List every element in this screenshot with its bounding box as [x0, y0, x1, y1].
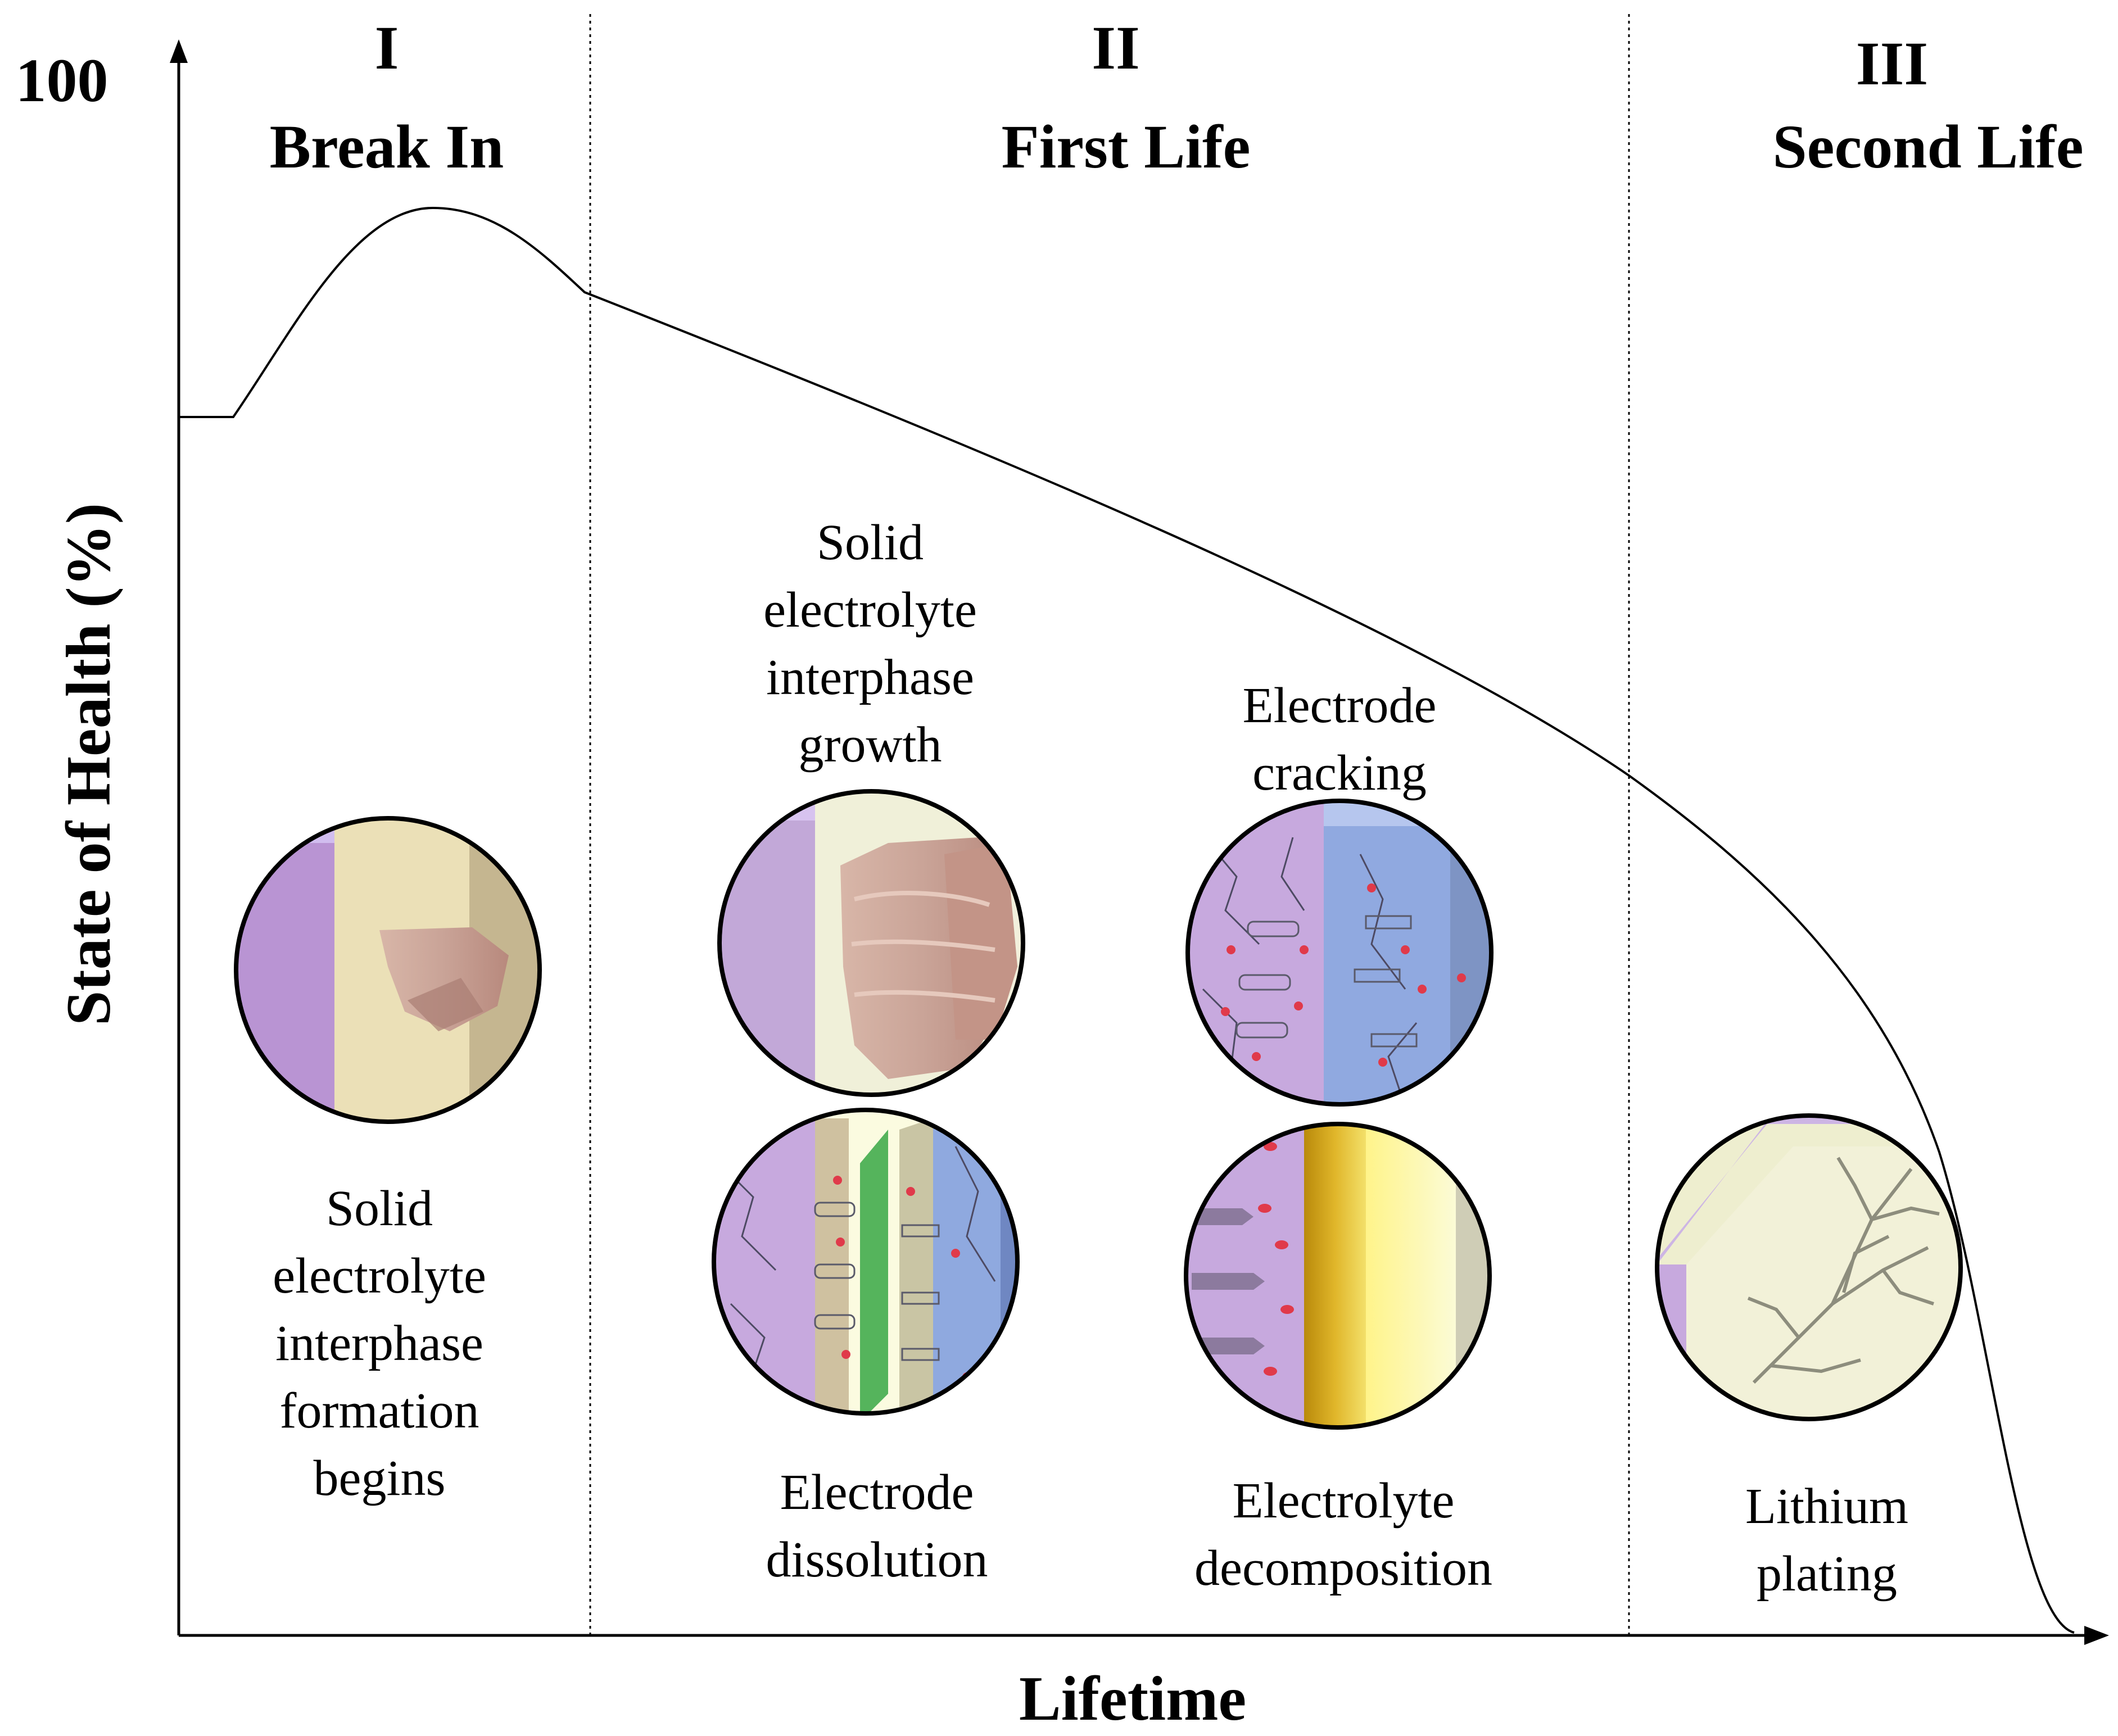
caption-line: Electrode: [1243, 678, 1437, 733]
caption-line: formation: [280, 1383, 479, 1439]
caption-line: cracking: [1252, 745, 1427, 801]
phase-numeral-ii: II: [1092, 13, 1140, 82]
caption-line: Lithium: [1745, 1479, 1908, 1534]
caption-sei-formation: Solid electrolyte interphase formation b…: [273, 1181, 486, 1506]
state-of-health-curve: [179, 206, 2075, 1634]
phase-dividers: [589, 14, 1630, 1635]
caption-line: Solid: [817, 515, 924, 570]
electrolyte-decomposition-illustration: [1184, 1122, 1492, 1430]
caption-electrolyte-decomposition: Electrolyte decomposition: [1194, 1473, 1492, 1596]
caption-line: begins: [314, 1451, 446, 1506]
caption-electrode-cracking: Electrode cracking: [1243, 678, 1437, 801]
x-axis-title: Lifetime: [1019, 1664, 1246, 1733]
phase-numeral-i: I: [375, 13, 399, 82]
y-axis-arrowhead: [170, 39, 188, 63]
caption-line: interphase: [766, 650, 974, 705]
y-axis-top-tick-label: 100: [16, 46, 108, 115]
phase-headings: I Break In II First Life III Second Life: [270, 13, 2084, 181]
caption-line: plating: [1757, 1546, 1897, 1602]
axes: 100 State of Health (%) Lifetime: [16, 39, 2109, 1734]
caption-lithium-plating: Lithium plating: [1745, 1479, 1908, 1602]
phase-numeral-iii: III: [1856, 29, 1928, 98]
caption-line: electrolyte: [273, 1248, 486, 1304]
phase-name-first-life: First Life: [1002, 112, 1251, 181]
caption-sei-growth: Solid electrolyte interphase growth: [763, 515, 977, 773]
caption-line: Electrode: [780, 1465, 974, 1520]
phase-name-break-in: Break In: [270, 112, 504, 181]
electrode-dissolution-illustration: [712, 1108, 1020, 1416]
electrode-cracking-illustration: [1185, 799, 1494, 1107]
caption-line: electrolyte: [763, 582, 977, 638]
x-axis-arrowhead: [2084, 1626, 2109, 1645]
caption-line: Electrolyte: [1233, 1473, 1455, 1529]
caption-line: interphase: [275, 1316, 483, 1371]
lithium-plating-illustration: [1655, 1113, 1963, 1421]
sei-formation-illustration: [234, 816, 542, 1124]
caption-electrode-dissolution: Electrode dissolution: [766, 1465, 988, 1588]
caption-line: growth: [799, 717, 942, 773]
caption-line: dissolution: [766, 1532, 988, 1588]
phase-name-second-life: Second Life: [1772, 112, 2083, 181]
caption-line: Solid: [326, 1181, 433, 1236]
sei-growth-illustration: [717, 789, 1025, 1097]
y-axis-title: State of Health (%): [54, 503, 124, 1026]
caption-line: decomposition: [1194, 1540, 1492, 1596]
